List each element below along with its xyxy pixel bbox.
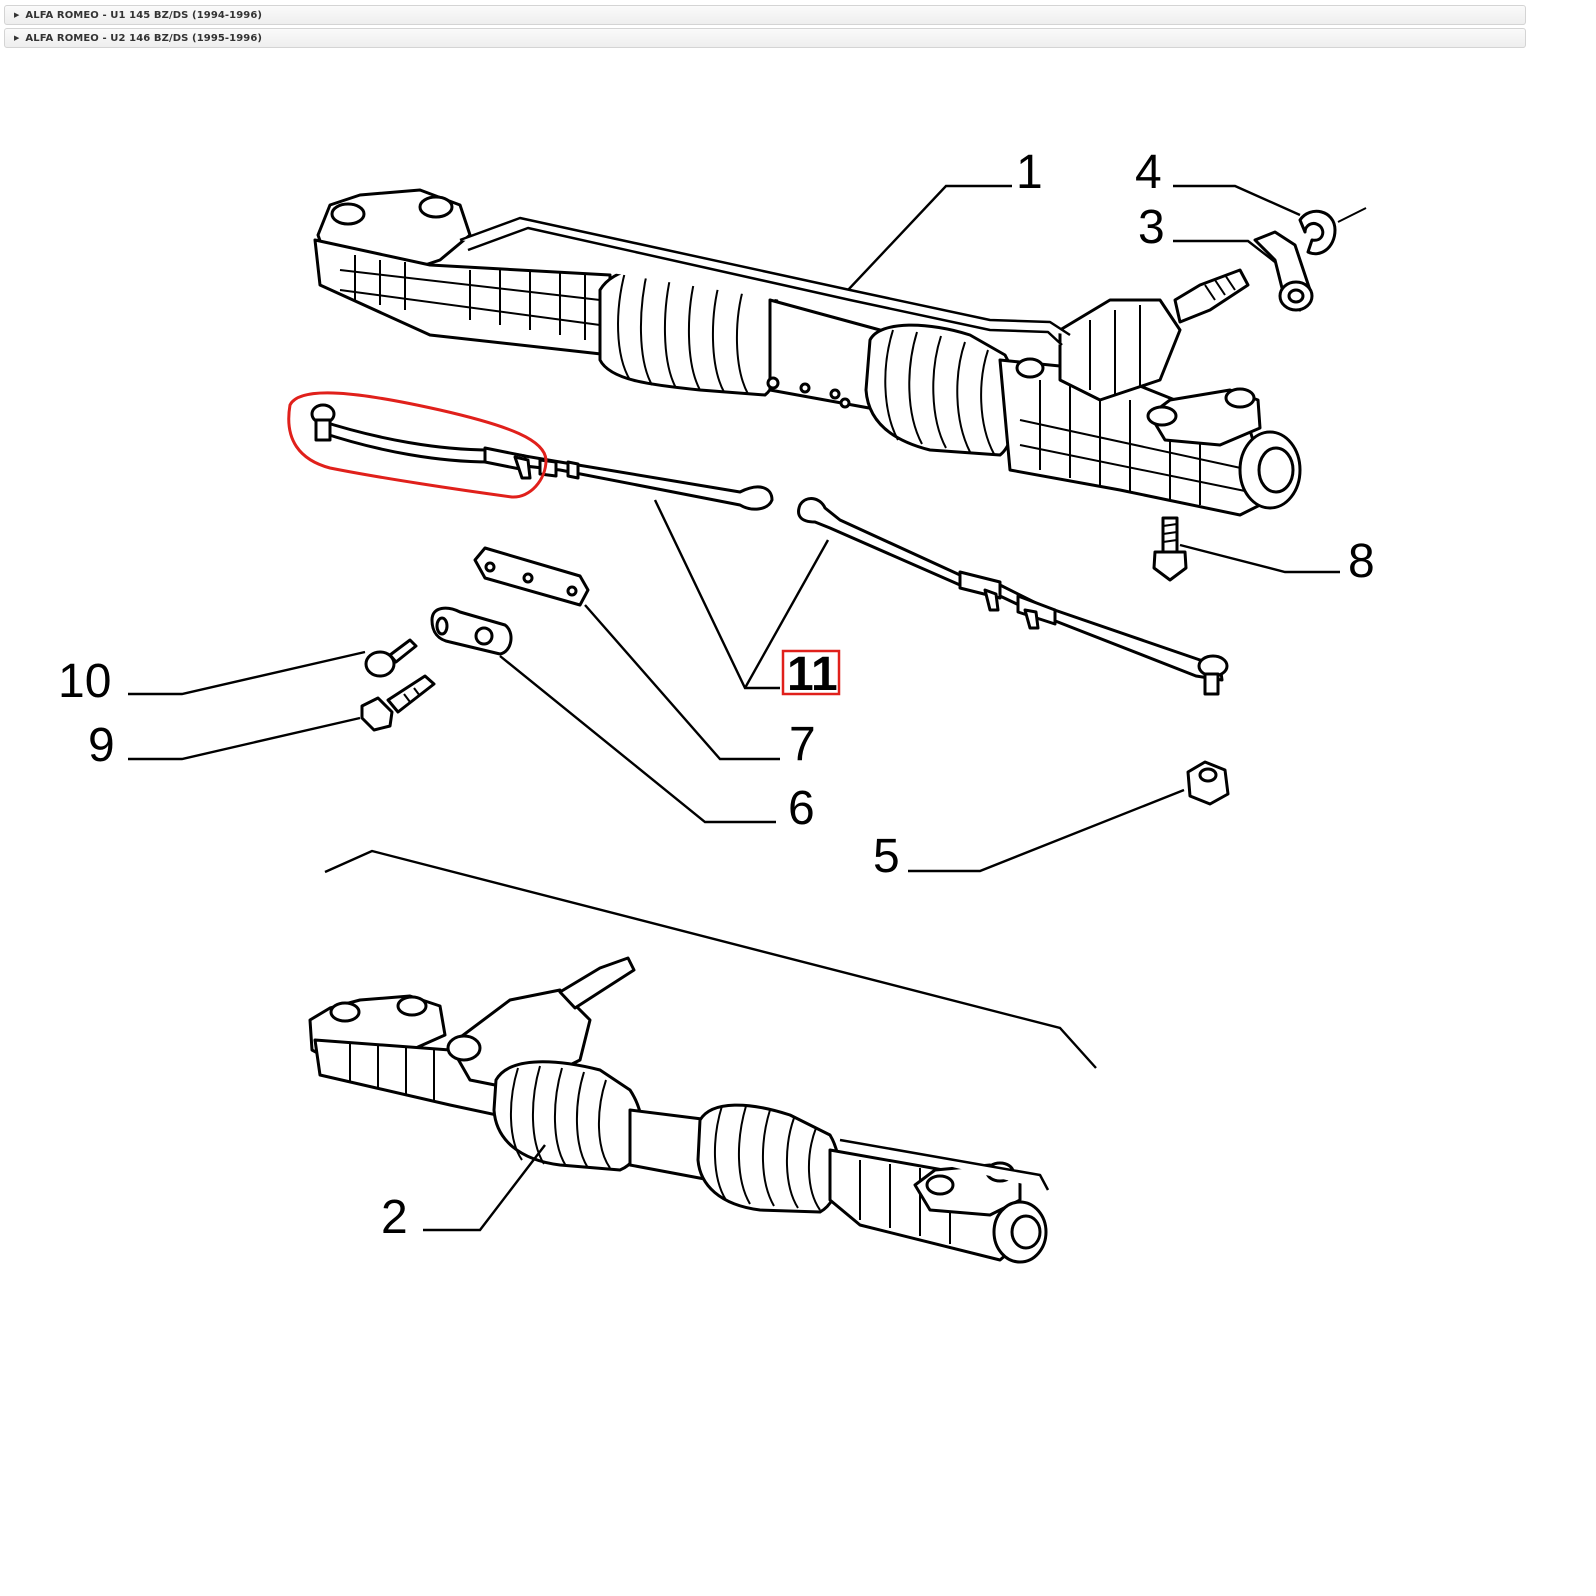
model-row-145[interactable]: ▶ ALFA ROMEO - U1 145 BZ/DS (1994-1996) <box>4 5 1526 25</box>
callout-5[interactable]: 5 <box>873 830 900 883</box>
model-label: ALFA ROMEO - U1 145 BZ/DS (1994-1996) <box>25 9 263 21</box>
plate-part-7[interactable] <box>473 546 590 607</box>
steering-rack-alternative[interactable] <box>308 956 1050 1264</box>
tie-rod-left[interactable] <box>310 403 774 511</box>
callout-1[interactable]: 1 <box>1016 146 1043 199</box>
callout-4[interactable]: 4 <box>1135 146 1162 199</box>
bolt-part-8[interactable] <box>1152 516 1188 582</box>
caret-right-icon: ▶ <box>14 34 20 42</box>
callout-9[interactable]: 9 <box>88 719 115 772</box>
callout-11-highlight-box <box>781 649 841 696</box>
highlight-outline <box>287 391 548 499</box>
lock-plate-part-6[interactable] <box>430 606 513 656</box>
callout-2[interactable]: 2 <box>381 1191 408 1244</box>
callout-3[interactable]: 3 <box>1138 201 1165 254</box>
callout-7[interactable]: 7 <box>789 718 816 771</box>
model-row-146[interactable]: ▶ ALFA ROMEO - U2 146 BZ/DS (1995-1996) <box>4 28 1526 48</box>
steering-rack-main[interactable] <box>313 188 1302 517</box>
leader-lines <box>128 184 1340 1232</box>
model-label: ALFA ROMEO - U2 146 BZ/DS (1995-1996) <box>25 32 263 44</box>
caret-right-icon: ▶ <box>14 11 20 19</box>
nut-part-5[interactable] <box>1186 760 1230 806</box>
callout-10[interactable]: 10 <box>58 655 111 708</box>
bolt-part-10[interactable] <box>364 638 418 678</box>
callout-11[interactable]: 11 <box>787 648 838 701</box>
callout-6[interactable]: 6 <box>788 782 815 835</box>
variant-separator <box>324 849 1097 1069</box>
tie-rod-right[interactable] <box>797 497 1229 696</box>
bracket-part-3[interactable] <box>1253 230 1314 312</box>
bolt-part-9[interactable] <box>360 674 436 732</box>
callout-8[interactable]: 8 <box>1348 535 1375 588</box>
clip-part-4[interactable] <box>1298 207 1367 256</box>
